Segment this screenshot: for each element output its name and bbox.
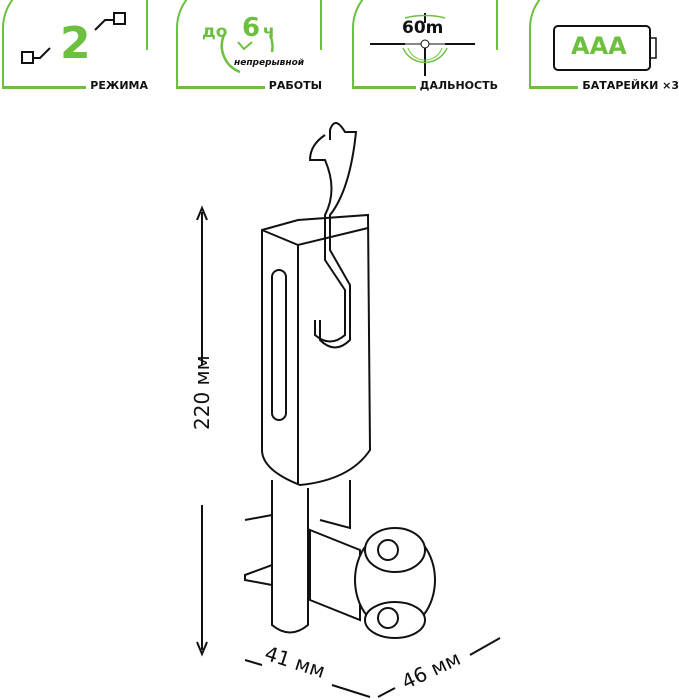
crosshair-icon xyxy=(370,13,475,76)
modes-icon xyxy=(21,12,126,64)
feature-label: РЕЖИМА xyxy=(86,79,148,92)
battery-icon xyxy=(553,25,657,71)
lamp-body xyxy=(244,122,436,639)
feature-modes: РЕЖИМА 2 xyxy=(0,0,148,92)
clock-icon xyxy=(220,34,274,74)
runtime-note: непрерывной xyxy=(234,58,305,68)
runtime-prefix: до xyxy=(202,22,228,42)
feature-range: ДАЛЬНОСТЬ 60m xyxy=(350,0,498,92)
modes-value: 2 xyxy=(60,18,91,69)
feature-label: БАТАРЕЙКИ ×3 xyxy=(578,79,679,92)
lamp-drawing xyxy=(196,122,501,698)
feature-runtime: РАБОТЫ до 6 ч непрерывной xyxy=(174,0,322,92)
runtime-value: 6 xyxy=(242,13,261,43)
feature-battery: БАТАРЕЙКИ ×3 AAA xyxy=(527,0,679,92)
dimension-lines xyxy=(196,205,501,698)
feature-label: ДАЛЬНОСТЬ xyxy=(415,79,498,92)
range-value: 60m xyxy=(402,18,444,38)
height-dimension: 220 мм xyxy=(190,355,214,430)
runtime-unit: ч xyxy=(263,22,275,42)
feature-label: РАБОТЫ xyxy=(264,79,322,92)
battery-value: AAA xyxy=(571,32,627,60)
